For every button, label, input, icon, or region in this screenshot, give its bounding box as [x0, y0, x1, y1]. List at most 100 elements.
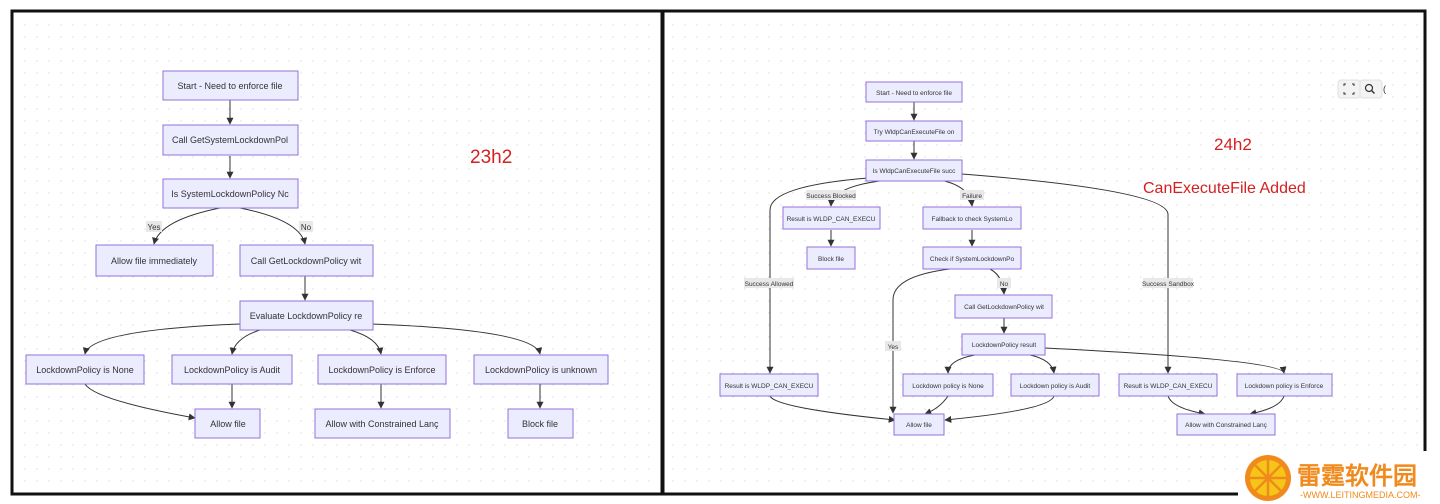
note-23h2: 23h2 [470, 147, 512, 168]
right-panel-frame [661, 9, 1427, 496]
node-lp-none-label: LockdownPolicy is None [36, 365, 134, 375]
node-lp-unknown-box [473, 354, 609, 385]
right-edge-labels: Success Blocked Failure Success Allowed … [744, 190, 1195, 351]
node-lp-enforce-box [1236, 373, 1333, 397]
node-eval-label: Evaluate LockdownPolicy re [250, 311, 363, 321]
edge-none-allow [84, 383, 196, 421]
edge-label-yes-bg [146, 221, 162, 232]
node-allow-file-label: Allow file [906, 422, 932, 429]
edge-sandbox-to-cl [1167, 395, 1206, 417]
left-edge-labels: Yes No [146, 221, 313, 232]
right-panel-background [666, 14, 1422, 490]
right-nodes: Start - Need to enforce file Try WldpCan… [719, 81, 1333, 436]
node-res-sandbox-box [1118, 373, 1218, 397]
node-allow-cl-box [314, 408, 451, 439]
node-start-box [865, 81, 963, 103]
edge-label-success-blocked-bg [806, 190, 856, 200]
node-lp-audit-box [1010, 373, 1100, 397]
node-call-glp-label: Call GetLockdownPolicy wit [251, 256, 362, 266]
node-lp-audit-label: Lockdown policy is Audit [1020, 383, 1091, 390]
edge-result-enforce [1044, 347, 1287, 374]
node-call-gsl-box [162, 124, 299, 156]
node-check-slp-box [922, 246, 1022, 270]
edge-label-success-allowed-bg [744, 278, 794, 288]
node-res-allowed-label: Result is WLDP_CAN_EXECU [725, 383, 814, 390]
node-lp-enforce-box [317, 354, 447, 385]
node-lp-unknown-label: LockdownPolicy is unknown [485, 365, 597, 375]
node-res-blocked-box [782, 206, 881, 230]
note-canexecutefile-added: CanExecuteFile Added [1143, 180, 1306, 197]
node-allow-imm-label: Allow file immediately [111, 256, 198, 266]
node-allow-file-label: Allow file [210, 419, 246, 429]
edge-label-no: No [1000, 281, 1009, 288]
node-call-glp-box [954, 294, 1053, 319]
node-start-box [162, 70, 299, 101]
left-panel: 23h2 Yes No Start - Need to enforce file [10, 9, 664, 496]
edge-result-audit [1029, 354, 1057, 374]
zoom-in-icon [1364, 83, 1374, 93]
edge-label-no-bg [997, 278, 1011, 288]
node-allow-cl-box [1176, 413, 1276, 436]
edge-label-yes: Yes [888, 344, 899, 351]
edge-yes [889, 268, 951, 414]
node-fallback-box [922, 206, 1022, 230]
node-block-file-label: Block file [818, 256, 844, 263]
node-lp-enforce-label: LockdownPolicy is Enforce [328, 365, 435, 375]
node-is-slp-label: Is SystemLockdownPolicy Nc [171, 189, 289, 199]
edge-result-none [944, 354, 976, 374]
node-is-wldp-label: Is WldpCanExecuteFile succ [873, 168, 956, 175]
edge-label-failure: Failure [962, 193, 982, 200]
node-fallback-label: Fallback to check SystemLo [932, 216, 1013, 223]
node-res-allowed-box [719, 373, 819, 397]
fullscreen-icon [1343, 83, 1355, 95]
edge-eval-audit [229, 329, 261, 355]
node-block-file-box [806, 246, 856, 270]
node-start-label: Start - Need to enforce file [876, 90, 952, 97]
node-lp-result-label: LockdownPolicy result [972, 342, 1037, 349]
note-24h2: 24h2 [1214, 135, 1252, 154]
node-try-wldp-label: Try WldpCanExecuteFile on [874, 129, 955, 136]
node-allow-file-box [893, 413, 945, 436]
node-eval-box [239, 300, 374, 331]
edge-audit-to-allow [944, 395, 1055, 423]
node-call-gsl-label: Call GetSystemLockdownPol [172, 135, 288, 145]
node-allow-imm-box [95, 244, 214, 277]
orange-slice-icon [1245, 455, 1291, 501]
edge-label-success-sandbox: Success Sandbox [1142, 281, 1195, 288]
edge-label-no: No [301, 223, 312, 232]
node-check-slp-label: Check if SystemLockdownPo [930, 256, 1015, 263]
node-call-glp-box [239, 244, 374, 277]
node-lp-none-box [25, 354, 145, 385]
node-block-file-box [507, 408, 574, 439]
watermark-url: -WWW.LEITINGMEDIA.COM- [1300, 490, 1421, 500]
edge-label-failure-bg [960, 190, 984, 200]
node-lp-audit-box [171, 354, 293, 385]
node-res-blocked-label: Result is WLDP_CAN_EXECU [787, 216, 876, 223]
node-allow-cl-label: Allow with Constrained Lanç [1185, 422, 1267, 429]
edge-label-yes-bg [885, 341, 901, 351]
edge-label-yes: Yes [147, 223, 160, 232]
edge-eval-unknown [371, 323, 543, 355]
node-lp-none-box [902, 373, 994, 397]
edge-label-success-blocked: Success Blocked [806, 193, 856, 200]
zoom-in-button[interactable] [1359, 79, 1383, 99]
edge-label-success-allowed: Success Allowed [745, 281, 794, 288]
toolbar-more-icon: ( [1383, 84, 1386, 94]
edge-eval-none [82, 323, 241, 355]
edge-allowed-to-allow [769, 395, 896, 423]
node-start-label: Start - Need to enforce file [177, 81, 282, 91]
edge-success-allowed [766, 177, 869, 374]
node-block-file-label: Block file [522, 419, 558, 429]
zoom-in-icon-handle [1371, 90, 1375, 94]
edge-enforce-to-cl [1249, 395, 1285, 417]
node-call-glp-label: Call GetLockdownPolicy wit [964, 304, 1044, 311]
fullscreen-button[interactable] [1337, 79, 1361, 99]
node-lp-enforce-label: Lockdown policy is Enforce [1245, 383, 1324, 390]
node-lp-none-label: Lockdown policy is None [912, 383, 984, 390]
edge-yes [152, 207, 221, 245]
left-edges [82, 100, 544, 421]
edge-success-sandbox [961, 173, 1172, 374]
node-res-sandbox-label: Result is WLDP_CAN_EXECU [1124, 383, 1213, 390]
edge-none-to-allow [924, 395, 949, 415]
